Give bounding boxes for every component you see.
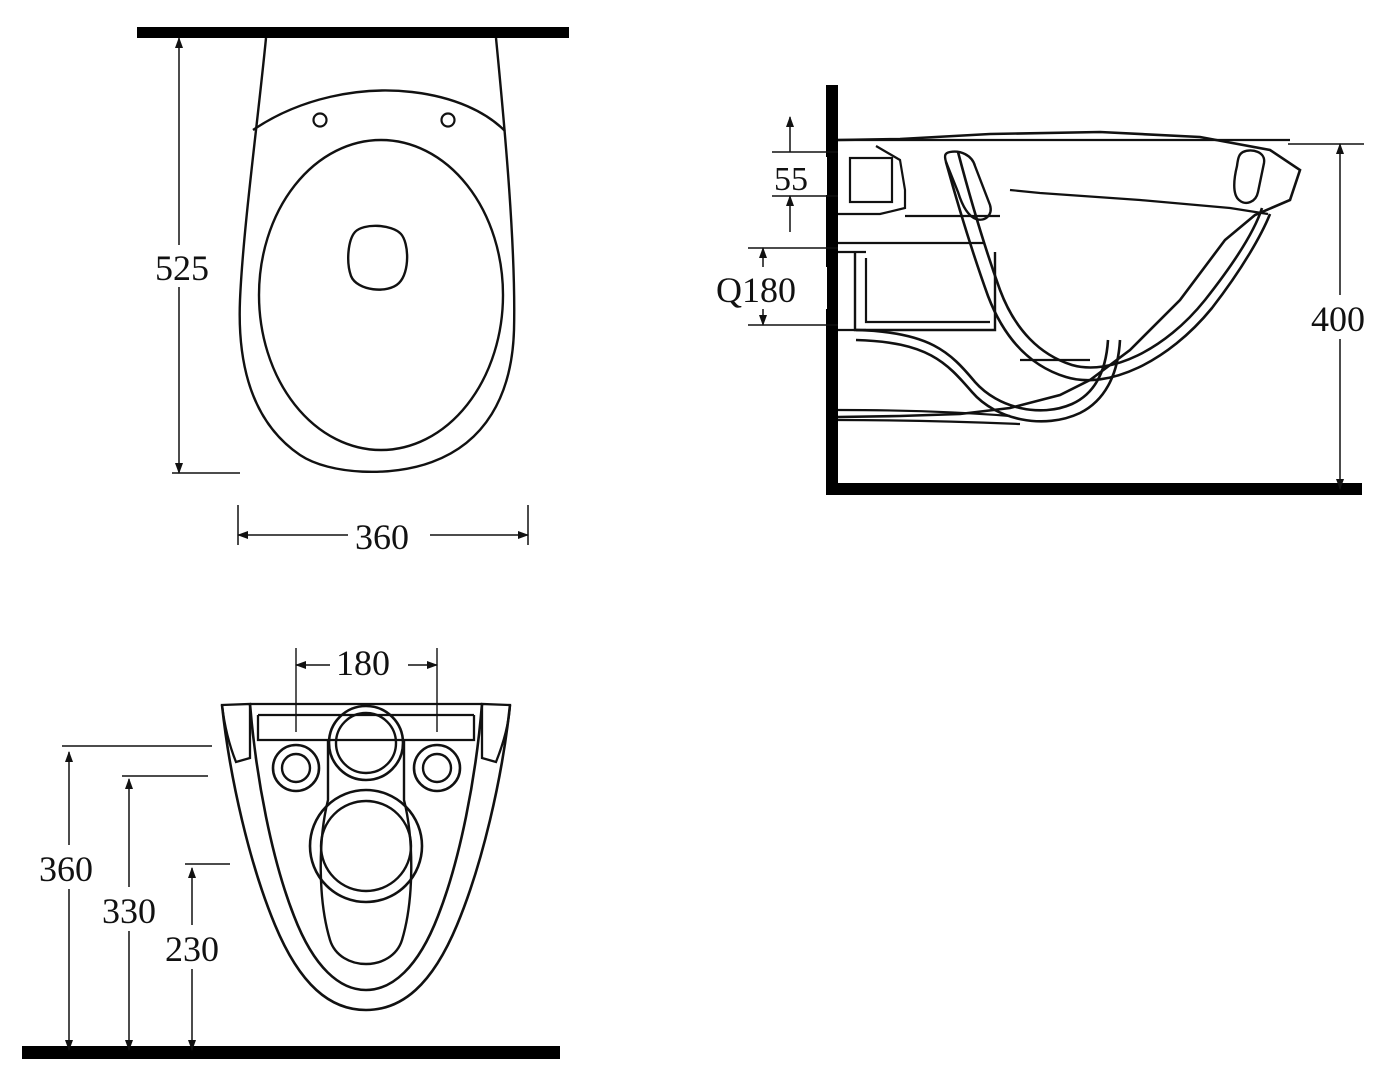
front-view-body-inner — [248, 703, 484, 992]
dim-label-180: 180 — [336, 643, 390, 683]
top-view: 525 360 — [137, 27, 569, 557]
dim-label-bg-360w — [348, 513, 430, 557]
top-view-outlet-opening — [347, 224, 409, 291]
side-view-flush-inlet-port — [838, 145, 907, 216]
fixing-hole-left-outer-icon — [271, 743, 321, 793]
side-view-wall-line — [826, 85, 838, 494]
top-view-seat-arc — [252, 89, 506, 132]
flush-inlet-inner-icon — [334, 711, 398, 775]
top-view-bowl-outline — [257, 138, 505, 452]
dim-label-330: 330 — [102, 891, 156, 931]
side-view-bowl-inner — [956, 151, 1264, 369]
side-view-trap-inner — [855, 338, 1122, 423]
dim-label-525: 525 — [155, 248, 209, 288]
front-view-body-outline — [220, 704, 512, 1012]
dim-label-bg-525 — [150, 245, 232, 287]
side-view-bowl-inner-2 — [944, 161, 1272, 382]
side-view-inlet-rect — [848, 156, 894, 204]
front-view-rim-plate — [256, 715, 476, 742]
side-view-body-outline — [837, 130, 1302, 419]
side-view-trap-outer — [855, 328, 1110, 412]
dim-label-bg-230 — [161, 925, 239, 969]
fixing-hole-right-outer-icon — [412, 743, 462, 793]
flush-inlet-outer-icon — [327, 704, 405, 782]
fixing-hole-left-inner-icon — [280, 752, 312, 784]
side-view-rim-slot-right — [1233, 149, 1266, 204]
side-view-waste-outlet-inner — [864, 258, 990, 324]
waste-outlet-outer-icon — [308, 788, 424, 904]
top-view-wall-line — [137, 27, 569, 38]
dim-label-400: 400 — [1311, 299, 1365, 339]
dim-label-bg-55 — [769, 157, 827, 195]
side-view-skirt-lower — [837, 418, 1021, 426]
front-view-floor-line — [22, 1046, 560, 1059]
top-view-pan-outline — [238, 37, 516, 474]
dim-label-bg-400 — [1307, 295, 1377, 339]
dim-label-360-height: 360 — [39, 849, 93, 889]
side-view-rim-inner — [1009, 188, 1269, 216]
side-view-floor-line — [826, 483, 1362, 495]
front-view: 180 360 330 230 — [22, 640, 560, 1059]
dim-label-bg-180 — [330, 640, 408, 682]
side-view: 55 Q180 400 — [713, 85, 1377, 495]
waste-outlet-inner-icon — [319, 799, 413, 893]
side-view-waste-outlet-port — [853, 252, 997, 332]
dim-label-230: 230 — [165, 929, 219, 969]
dim-label-Q180: Q180 — [716, 270, 796, 310]
fixing-hole-right-inner-icon — [421, 752, 453, 784]
dim-label-55: 55 — [774, 161, 808, 198]
seat-fixing-hole-right-icon — [440, 112, 456, 128]
dim-label-bg-330 — [99, 887, 177, 931]
seat-fixing-hole-left-icon — [312, 112, 328, 128]
dim-label-bg-360h — [36, 845, 114, 889]
side-view-skirt-upper — [837, 408, 1011, 418]
dim-label-360-width: 360 — [355, 517, 409, 557]
dim-label-bg-Q180 — [713, 267, 827, 309]
front-view-bowl-column — [319, 740, 413, 966]
